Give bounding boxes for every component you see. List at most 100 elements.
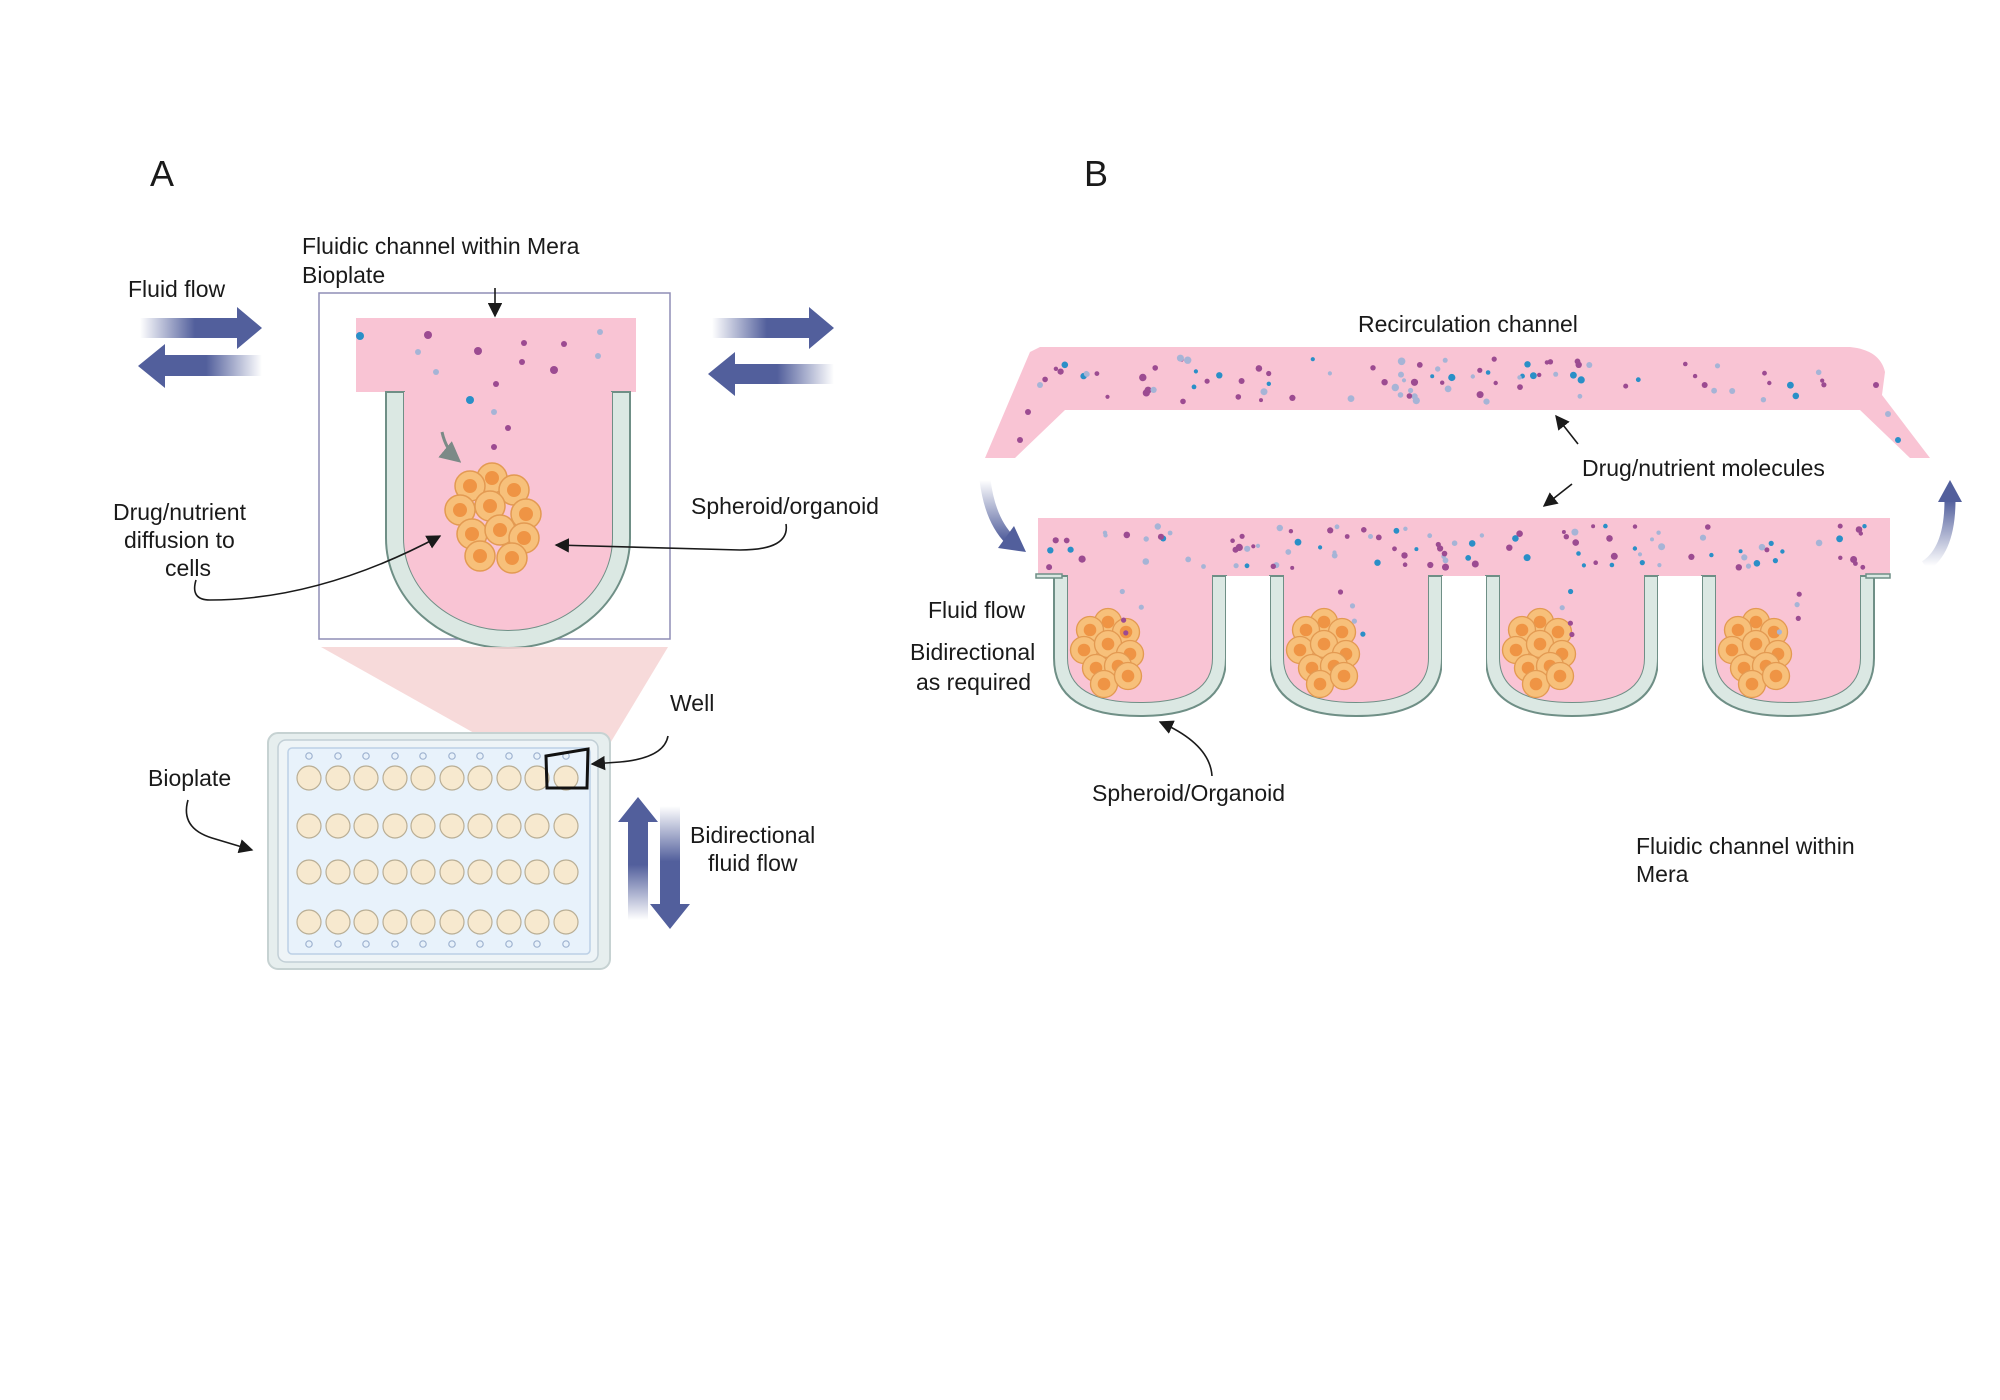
bioplate-top <box>287 747 591 955</box>
molecule <box>1289 394 1296 401</box>
molecule <box>1559 605 1565 611</box>
molecule <box>1577 376 1585 384</box>
plate-well <box>553 909 579 935</box>
molecule <box>1768 540 1774 547</box>
channel-label-b-line1: Fluidic channel within <box>1636 833 1855 859</box>
molecule <box>1451 540 1458 546</box>
molecule <box>1167 530 1173 536</box>
molecule <box>1061 361 1069 369</box>
molecule <box>1251 544 1256 549</box>
plate-well <box>325 813 351 839</box>
molecule <box>1441 550 1448 557</box>
molecule <box>1576 551 1581 556</box>
molecule <box>1575 361 1582 368</box>
molecule <box>1586 362 1593 368</box>
molecule <box>1025 409 1031 415</box>
plate-well <box>325 765 351 791</box>
molecule <box>1239 533 1245 539</box>
plate-well <box>439 909 465 935</box>
recirc-arrow-down-left <box>979 479 1015 544</box>
channel-edge <box>1035 573 1063 579</box>
fluid-flow-arrows-left <box>138 307 262 388</box>
down-flow-arrow <box>650 806 690 929</box>
molecule <box>1792 392 1800 400</box>
molecule <box>1416 362 1423 368</box>
bioplate-label: Bioplate <box>148 765 231 791</box>
diffusion-arrow <box>438 431 462 463</box>
molecule <box>1517 384 1523 390</box>
plate-port <box>533 940 541 948</box>
plate-port <box>448 940 456 948</box>
molecule <box>1563 534 1570 540</box>
plate-well <box>410 859 436 885</box>
molecule <box>1266 370 1272 377</box>
plate-well <box>496 813 522 839</box>
molecule <box>1397 392 1404 398</box>
plate-well <box>496 859 522 885</box>
fluid-flow-arrows-right <box>708 307 834 396</box>
molecule <box>1485 370 1491 375</box>
molecule <box>1516 530 1523 537</box>
molecule <box>1406 393 1413 399</box>
plate-well <box>439 765 465 791</box>
right-flow-arrow-2 <box>712 307 834 349</box>
molecule <box>1448 373 1456 382</box>
channel-edge <box>1865 573 1891 579</box>
molecule <box>1142 558 1150 565</box>
molecule <box>1078 555 1086 563</box>
molecule <box>1741 554 1748 561</box>
molecule <box>1244 545 1251 552</box>
molecule <box>1119 588 1125 595</box>
molecule <box>1577 393 1583 399</box>
molecule <box>1476 391 1484 399</box>
molecule <box>1860 564 1866 570</box>
molecule <box>1637 552 1643 557</box>
diffusion-pointer <box>193 535 442 601</box>
up-flow-arrow <box>618 797 658 920</box>
molecule <box>1344 534 1350 539</box>
well-gap <box>1442 576 1486 696</box>
diffusion-label-line2: diffusion to <box>124 527 235 553</box>
molecule <box>1838 555 1843 560</box>
molecule <box>1255 365 1263 372</box>
molecule <box>1233 563 1239 569</box>
molecule <box>1483 398 1490 405</box>
molecule <box>1764 547 1770 553</box>
molecule <box>1191 384 1197 390</box>
molecule <box>1656 530 1661 535</box>
molecule <box>1530 372 1537 380</box>
molecule <box>1327 371 1332 376</box>
molecule <box>1470 374 1476 379</box>
molecule <box>1753 560 1761 567</box>
plate-well <box>382 765 408 791</box>
molecule <box>1437 545 1444 552</box>
molecule <box>1632 524 1638 529</box>
plate-well <box>296 859 322 885</box>
molecules-a <box>356 329 603 450</box>
molecule <box>1632 546 1638 551</box>
molecule <box>1204 378 1210 384</box>
molecule <box>1310 357 1315 362</box>
plate-port <box>305 940 313 948</box>
left-flow-arrow-2 <box>708 352 834 396</box>
molecule <box>1157 533 1165 540</box>
fluid-flow-label-b: Fluid flow <box>928 597 1026 623</box>
molecule <box>1047 547 1054 554</box>
molecule <box>1435 366 1441 372</box>
plate-well <box>439 859 465 885</box>
molecule <box>1042 376 1048 383</box>
plate-well <box>296 765 322 791</box>
molecule <box>1442 357 1448 363</box>
fluid-flow-label-a: Fluid flow <box>128 276 226 302</box>
well-gap <box>1226 576 1270 696</box>
molecule <box>1318 545 1323 550</box>
plate-port <box>391 752 399 760</box>
molecule <box>1216 372 1223 379</box>
molecule <box>1121 617 1127 623</box>
molecule <box>1139 373 1147 382</box>
molecule <box>1368 534 1373 539</box>
plate-well <box>353 859 379 885</box>
plate-port <box>419 752 427 760</box>
plate-well <box>553 813 579 839</box>
